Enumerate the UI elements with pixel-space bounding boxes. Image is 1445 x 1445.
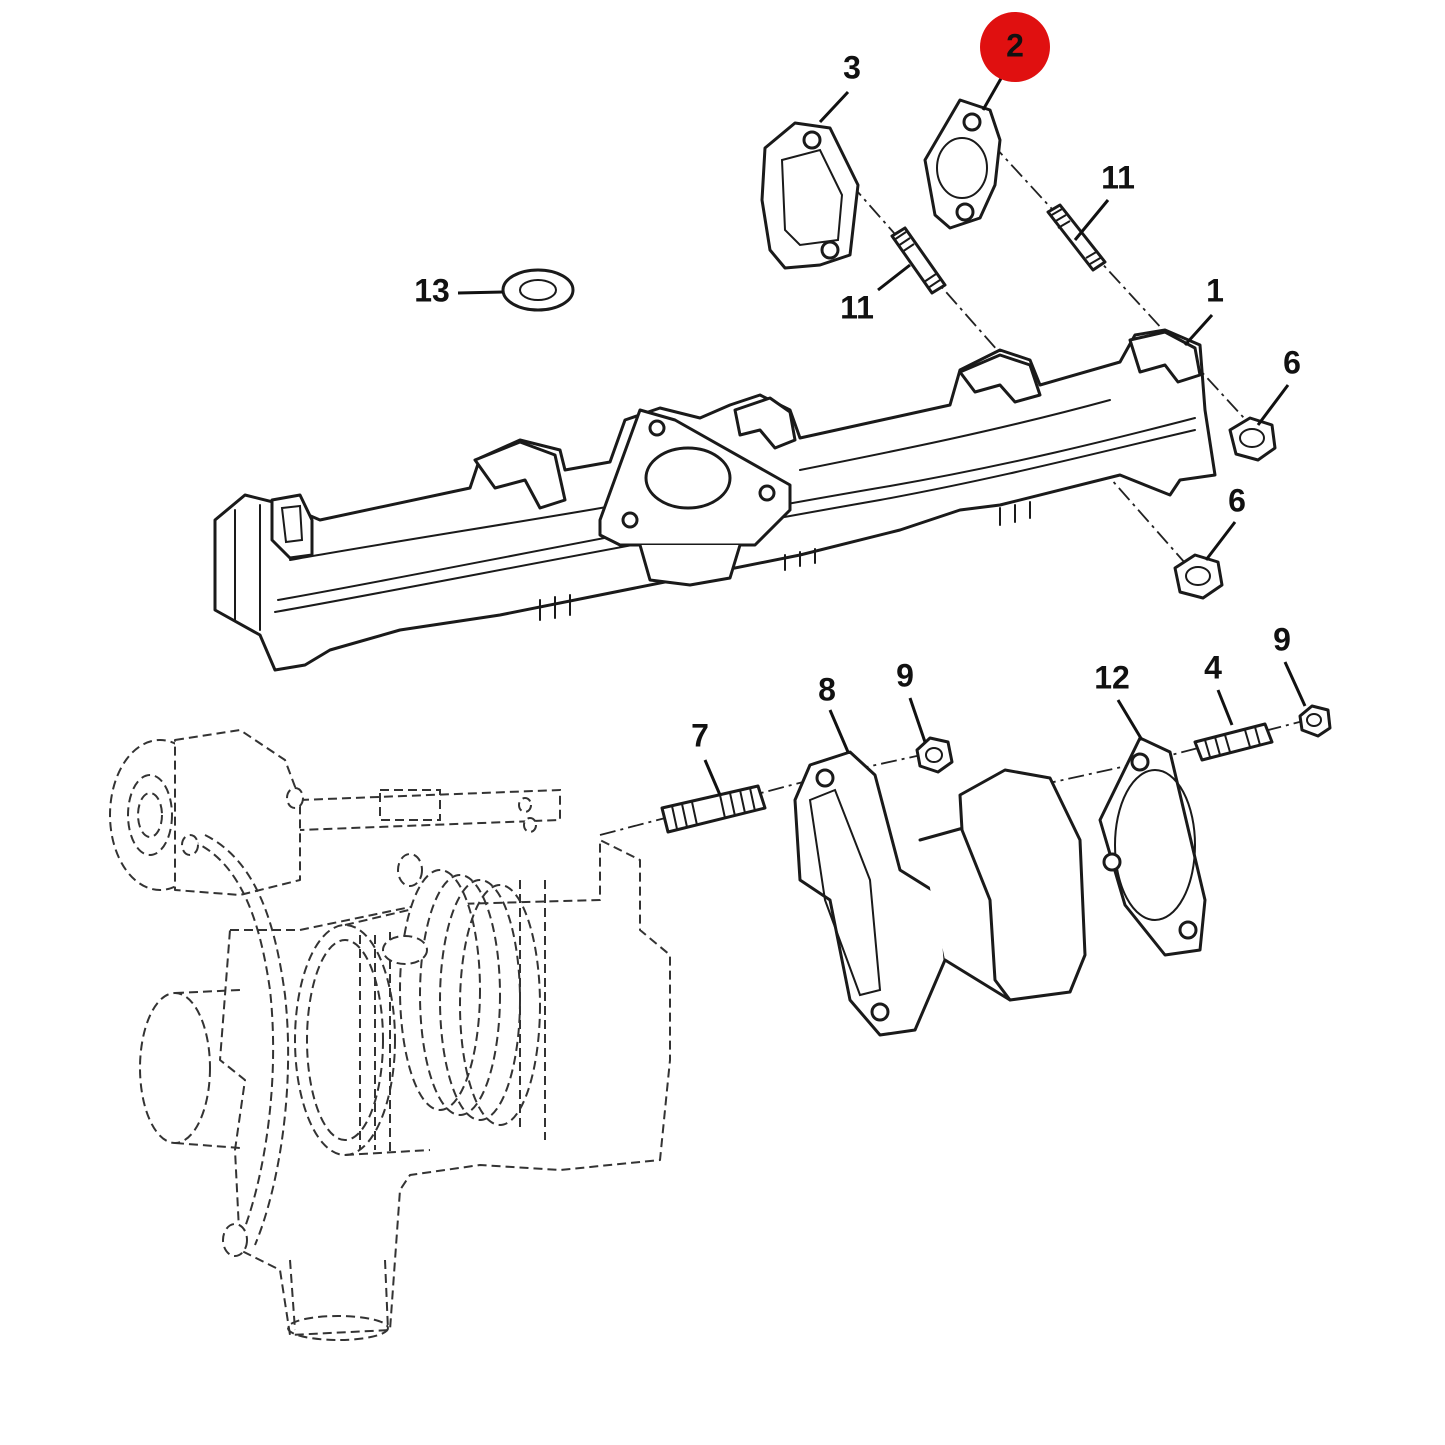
callout-7: 7 xyxy=(691,717,709,753)
callout-6-upper: 6 xyxy=(1283,344,1301,380)
callout-2: 2 xyxy=(1006,27,1024,63)
washer-part-13 xyxy=(501,268,575,312)
callout-labels: 1 2 3 4 6 6 7 8 9 9 11 11 12 13 xyxy=(414,12,1301,753)
callout-leaders xyxy=(457,74,1307,796)
gasket-part-2 xyxy=(923,98,1002,230)
stud-part-7 xyxy=(660,784,767,834)
callout-3: 3 xyxy=(843,49,861,85)
exhaust-manifold xyxy=(213,328,1217,672)
callout-9-left: 9 xyxy=(896,657,914,693)
nut-part-6-b xyxy=(1173,553,1224,600)
callout-12: 12 xyxy=(1094,659,1130,695)
gasket-part-3 xyxy=(760,121,860,270)
nut-part-6-a xyxy=(1228,416,1277,462)
callout-1: 1 xyxy=(1206,272,1224,308)
callout-2-highlight-circle xyxy=(980,12,1050,82)
gasket-part-12 xyxy=(1098,736,1207,957)
callout-9-right: 9 xyxy=(1273,621,1291,657)
stud-part-4 xyxy=(1193,722,1274,762)
nut-part-9-a xyxy=(915,736,954,774)
nut-part-9-b xyxy=(1298,704,1332,738)
adapter-part-8 xyxy=(793,750,1087,1037)
callout-4: 4 xyxy=(1204,649,1222,685)
callout-11-left: 11 xyxy=(840,289,874,325)
callout-11-right: 11 xyxy=(1101,159,1135,195)
stud-part-11-a xyxy=(890,226,947,295)
turbocharger-ghost xyxy=(109,729,671,1341)
callout-6-lower: 6 xyxy=(1228,482,1246,518)
callout-8: 8 xyxy=(818,671,836,707)
callout-13: 13 xyxy=(414,272,450,308)
